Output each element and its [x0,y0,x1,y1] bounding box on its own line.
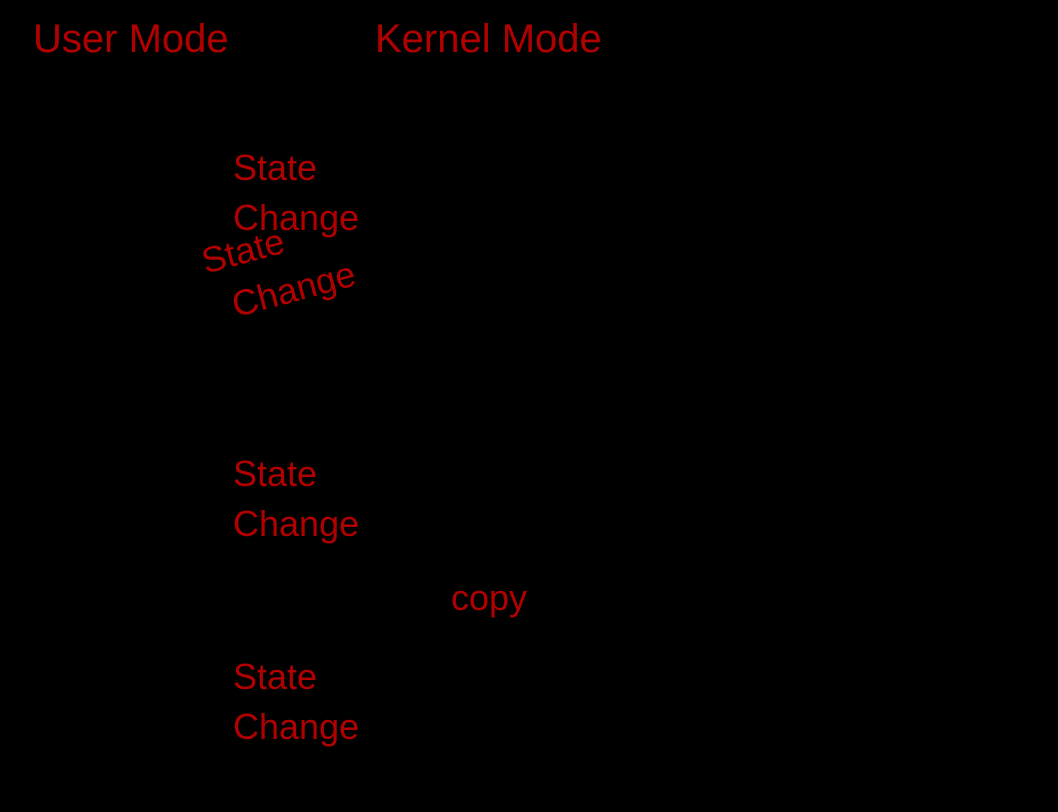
copy-operation-label: copy [451,577,528,618]
state-change-line-state: State [233,656,318,697]
state-change-label-2-rotated: State Change [196,201,361,335]
user-mode-heading: User Mode [33,17,229,61]
state-change-label-3: State Change [233,449,359,549]
state-change-label-1: State Change [233,143,359,243]
kernel-mode-heading: Kernel Mode [375,17,602,61]
state-change-label-4: State Change [233,652,359,752]
state-change-line-change: Change [233,706,360,747]
state-change-line-state: State [233,147,318,188]
state-change-line-change: Change [233,503,360,544]
state-change-line-state: State [233,453,318,494]
state-change-line-change: Change [233,197,360,238]
